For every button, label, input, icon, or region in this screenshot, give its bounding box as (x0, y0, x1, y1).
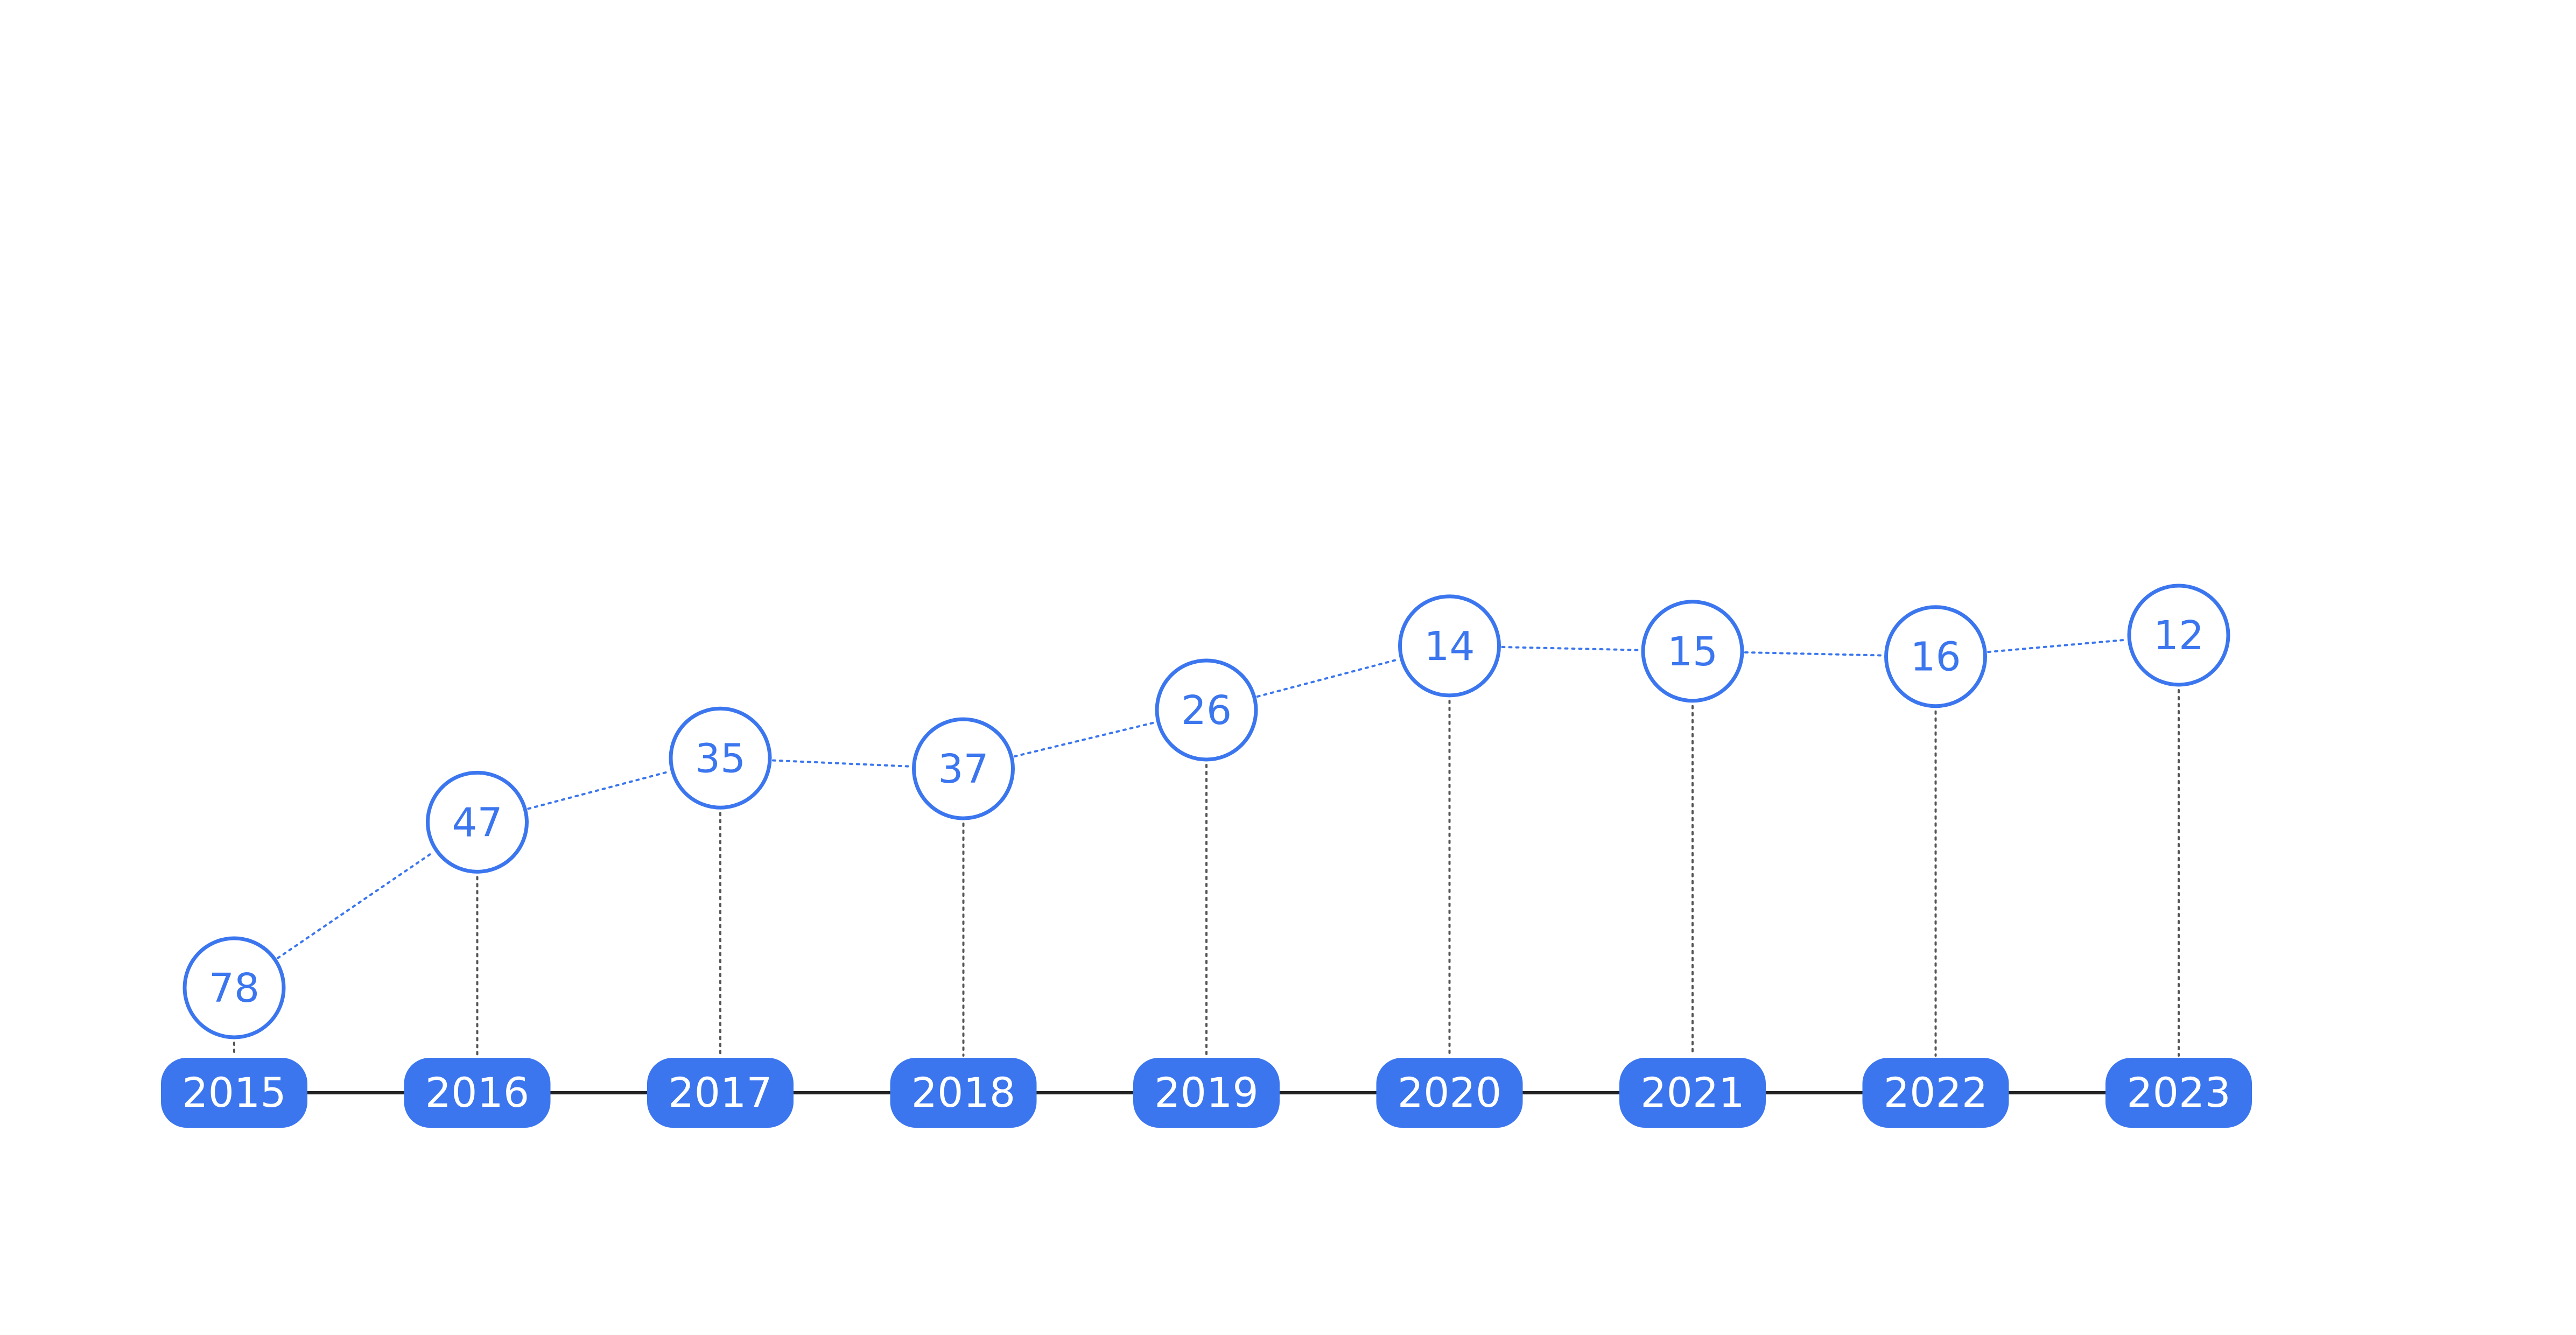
year-pill (1133, 1058, 1280, 1128)
value-label: 47 (452, 799, 502, 846)
value-label: 26 (1181, 687, 1232, 734)
value-label: 37 (938, 746, 988, 792)
value-label: 16 (1910, 634, 1961, 680)
value-bubble-layer: 78 47 35 37 26 14 15 16 12 (183, 584, 2230, 1039)
series-link-segment (1013, 721, 1156, 758)
year-label: 2022 (1884, 1069, 1988, 1116)
year-label: 2017 (668, 1069, 772, 1116)
year-label: 2021 (1640, 1069, 1744, 1116)
series-link-layer (276, 638, 2128, 959)
value-bubble (1641, 600, 1744, 703)
series-link-segment (527, 770, 671, 810)
value-bubble (183, 936, 286, 1039)
year-pill (1862, 1058, 2009, 1128)
value-label: 78 (209, 965, 259, 1011)
year-label: 2019 (1154, 1069, 1258, 1116)
value-bubble (912, 717, 1015, 820)
series-link-segment (1256, 658, 1400, 698)
value-label: 15 (1667, 629, 1718, 675)
year-label: 2015 (182, 1069, 286, 1116)
value-bubble (1884, 605, 1987, 708)
value-bubble (669, 706, 772, 810)
value-bubble (1398, 594, 1501, 698)
value-label: 12 (2153, 613, 2204, 659)
year-label: 2016 (425, 1069, 529, 1116)
year-pill (404, 1058, 551, 1128)
value-bubble (2127, 584, 2230, 687)
year-pill-layer: 2015 2016 2017 2018 2019 2020 2021 2022 2023 (161, 1058, 2252, 1128)
value-label: 14 (1424, 623, 1475, 670)
year-label: 2023 (2126, 1069, 2230, 1116)
value-label: 35 (695, 735, 746, 782)
series-link-segment (1987, 638, 2128, 654)
series-link-segment (1744, 651, 1884, 657)
series-link-segment (276, 851, 435, 959)
value-bubble (426, 770, 529, 874)
year-pill (890, 1058, 1037, 1128)
value-bubble (1155, 658, 1258, 762)
year-pill (161, 1058, 307, 1128)
year-pill (2105, 1058, 2252, 1128)
year-label: 2018 (911, 1069, 1015, 1116)
year-pill (1376, 1058, 1523, 1128)
series-link-segment (1501, 646, 1641, 651)
year-label: 2020 (1398, 1069, 1501, 1116)
year-pill (647, 1058, 794, 1128)
connector-layer (233, 689, 2180, 1057)
series-link-segment (771, 759, 912, 768)
year-pill (1619, 1058, 1766, 1128)
